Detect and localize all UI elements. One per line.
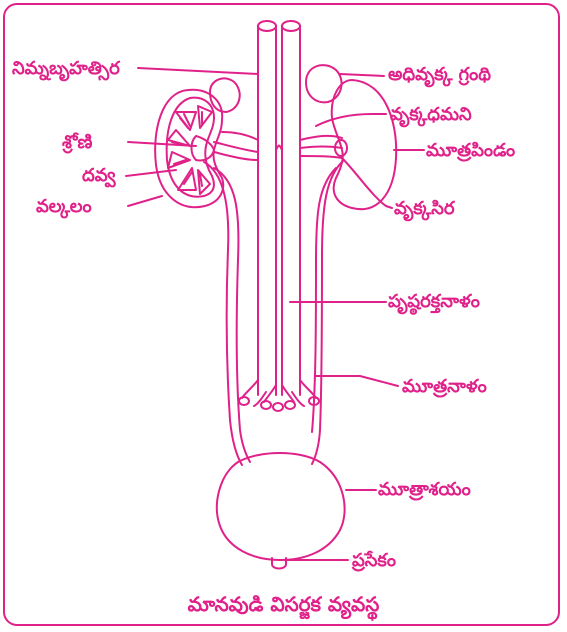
label-inferior-vena-cava: నిమ్నబృహత్సిర [12,60,120,78]
diagram-caption: మానవుడి విసర్జక వ్యవస్థ [0,592,567,621]
label-urethra: ప్రసేకం [352,552,396,570]
label-medulla: దవ్వ [82,167,116,185]
label-dorsal-aorta: పృష్ఠరక్తనాళం [388,293,480,311]
left-adrenal-gland [210,78,240,112]
label-renal-vein: వృక్కసిర [394,200,455,218]
right-kidney [332,80,396,209]
label-kidney: మూత్రపిండం [426,142,515,160]
ureters [204,160,344,465]
urinary-bladder [217,453,345,560]
label-pelvis: శ్రోణి [62,134,92,152]
left-kidney [155,90,223,207]
renal-vessels [214,132,347,160]
label-ureter: మూత్రనాళం [402,378,487,396]
inferior-vena-cava-vessel [258,21,276,395]
label-cortex: వల్కలం [36,198,92,216]
label-renal-artery: వృక్కధమని [390,106,472,124]
dorsal-aorta-vessel [282,21,300,395]
right-adrenal-gland [306,65,342,102]
label-urinary-bladder: మూత్రాశయం [378,481,471,499]
iliac-branches [239,380,319,411]
label-adrenal-gland: అధివృక్క గ్రంథి [388,66,491,84]
